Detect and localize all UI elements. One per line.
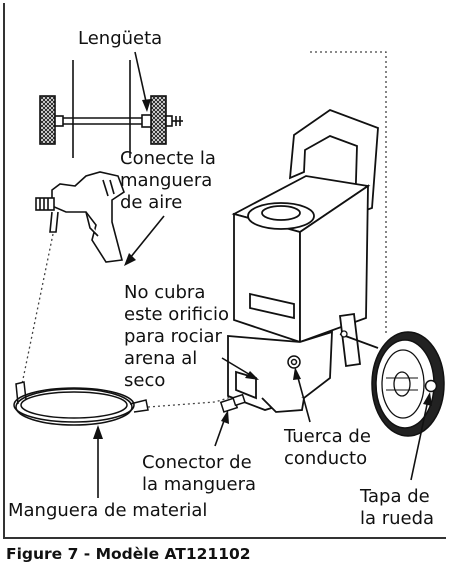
figure-frame xyxy=(3,3,446,539)
axle-end xyxy=(340,330,348,338)
label-connect-air-hose: Conecte la manguera de aire xyxy=(120,148,216,213)
material-hose-coil xyxy=(13,381,149,426)
air-hose-arrow xyxy=(124,215,165,266)
label-tab: Lengüeta xyxy=(78,28,163,49)
label-hose-connector: Conector de la manguera xyxy=(142,452,257,495)
figure-caption: Figure 7 - Modèle AT121102 xyxy=(6,545,251,563)
label-conduit-nut: Tuerca de conducto xyxy=(284,426,371,469)
label-do-not-cover-hole: No cubra este orificio para rociar arena… xyxy=(124,282,229,391)
axle-detail xyxy=(39,60,183,158)
sandblaster-unit xyxy=(227,108,379,413)
hose-connector xyxy=(219,393,246,413)
wheel-cap-arrow xyxy=(410,392,432,481)
tab-arrow xyxy=(134,51,151,112)
material-hose-arrow xyxy=(93,425,103,498)
hose-connector-arrow xyxy=(214,410,229,447)
hose-route xyxy=(21,51,387,408)
no-cover-arrow xyxy=(221,357,259,380)
wheel-cap xyxy=(424,379,438,393)
conduit-nut-arrow xyxy=(293,367,311,423)
label-wheel-cap: Tapa de la rueda xyxy=(360,486,435,529)
conduit-nut xyxy=(287,355,301,369)
spray-gun xyxy=(35,171,125,263)
label-material-hose: Manguera de material xyxy=(8,500,208,521)
